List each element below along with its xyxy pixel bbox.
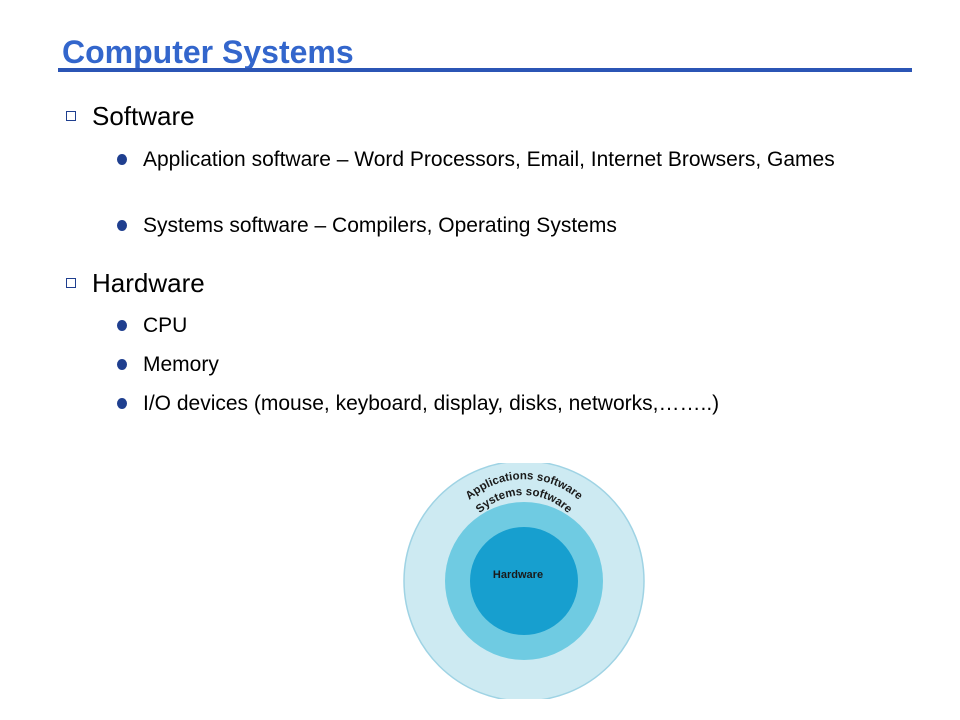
list-item-text: Systems software – Compilers, Operating … (143, 214, 617, 237)
round-bullet-icon (117, 398, 127, 409)
round-bullet-icon (117, 220, 127, 231)
list-item-application-software: Application software – Word Processors, … (117, 147, 877, 173)
list-item-io-devices: I/O devices (mouse, keyboard, display, d… (117, 391, 877, 417)
round-bullet-icon (117, 320, 127, 331)
round-bullet-icon (117, 359, 127, 370)
slide-title: Computer Systems (62, 34, 354, 70)
core-label-hardware: Hardware (493, 569, 543, 581)
section-label: Software (92, 101, 195, 131)
section-software: Software (66, 101, 195, 131)
square-bullet-icon (66, 111, 76, 121)
square-bullet-icon (66, 278, 76, 288)
core-hardware (470, 527, 578, 635)
list-item-memory: Memory (117, 352, 877, 378)
list-item-cpu: CPU (117, 313, 877, 339)
section-label: Hardware (92, 268, 205, 298)
round-bullet-icon (117, 154, 127, 165)
title-underline (58, 68, 912, 72)
section-hardware: Hardware (66, 268, 205, 298)
list-item-text: Memory (143, 353, 219, 376)
list-item-text: Application software – Word Processors, … (143, 148, 835, 171)
list-item-text: I/O devices (mouse, keyboard, display, d… (143, 392, 720, 415)
software-layers-diagram: Applications software Systems software H… (403, 463, 645, 699)
list-item-systems-software: Systems software – Compilers, Operating … (117, 213, 877, 239)
list-item-text: CPU (143, 314, 188, 337)
